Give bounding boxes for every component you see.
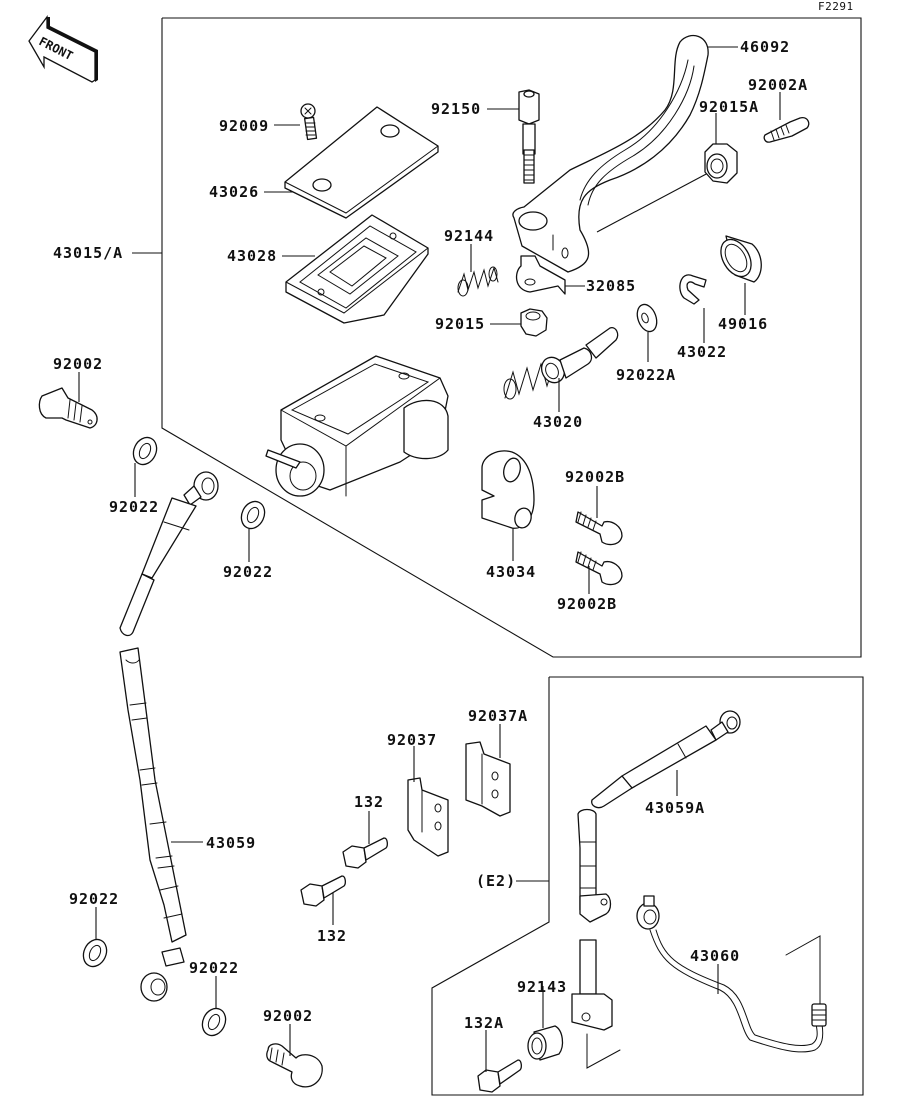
part-92022-washer-b [240,500,266,530]
part-43034-clamp [481,450,535,529]
part-92150-adjuster-bolt [518,89,540,184]
label-92002A: 92002A [748,76,808,94]
label-92037: 92037 [387,731,437,749]
label-43026: 43026 [209,183,259,201]
label-92002-bottom: 92002 [263,1007,313,1025]
part-92002A-bolt [763,117,810,143]
part-43026-reservoir-cap [284,106,439,219]
label-92022-a: 92022 [109,498,159,516]
part-master-cylinder-body [265,355,449,497]
label-43059: 43059 [206,834,256,852]
part-92143-collar [527,1025,564,1061]
part-92022-washer-d [201,1007,227,1037]
label-92022-c: 92022 [69,890,119,908]
part-46092-lever [512,34,709,273]
part-92009-screw [300,103,318,141]
label-92009: 92009 [219,117,269,135]
part-92002-banjo-bolt-top [38,387,98,429]
assembly-outline-43015 [161,17,862,658]
label-92002B-lower: 92002B [557,595,617,613]
part-32085-bracket [515,255,566,295]
part-92002-banjo-bolt-bottom [266,1043,323,1088]
assembly-outline-e2 [431,676,864,1096]
label-e2: (E2) [476,872,516,890]
label-43028: 43028 [227,247,277,265]
part-43028-diaphragm [285,214,429,324]
label-43022: 43022 [677,343,727,361]
label-43034: 43034 [486,563,536,581]
label-49016: 49016 [718,315,768,333]
label-32085: 32085 [586,277,636,295]
part-92002B-bolt-upper [575,511,623,546]
part-92037A-hose-clamp [465,741,511,817]
part-92022-washer-a [132,436,158,466]
label-92022-b: 92022 [223,563,273,581]
part-49016-dust-boot [720,235,762,283]
pivot-line [596,171,711,233]
part-92144-spring [457,266,499,297]
label-132-upper: 132 [354,793,384,811]
label-43060: 43060 [690,947,740,965]
part-132-bolt-lower [300,875,346,907]
part-132A-bolt [477,1059,522,1093]
label-43059A: 43059A [645,799,705,817]
part-43020-piston [503,327,619,400]
part-92022-washer-c [82,938,108,968]
part-43059A-brake-hose [571,710,741,1069]
label-132A: 132A [464,1014,504,1032]
label-92143: 92143 [517,978,567,996]
label-92022-d: 92022 [189,959,239,977]
part-92015A-nut [704,143,738,184]
label-92015: 92015 [435,315,485,333]
label-43020: 43020 [533,413,583,431]
label-92144: 92144 [444,227,494,245]
label-92002B-upper: 92002B [565,468,625,486]
label-46092: 46092 [740,38,790,56]
label-92037A: 92037A [468,707,528,725]
label-92002-top: 92002 [53,355,103,373]
part-92037-hose-clamp [407,777,449,857]
label-43015A: 43015/A [53,244,123,262]
part-43059-brake-hose [119,471,219,1002]
label-132-lower: 132 [317,927,347,945]
figure-id: F2291 [818,0,854,13]
part-92022A-washer [636,303,658,333]
part-92002B-bolt-lower [575,551,623,586]
part-132-bolt-upper [342,837,388,869]
front-arrow-icon: FRONT [28,15,98,83]
label-92015A: 92015A [699,98,759,116]
part-43060-brake-pipe [636,895,827,1053]
part-43022-circlip [679,274,707,305]
label-92022A: 92022A [616,366,676,384]
part-92015-nut [520,308,548,337]
label-92150: 92150 [431,100,481,118]
